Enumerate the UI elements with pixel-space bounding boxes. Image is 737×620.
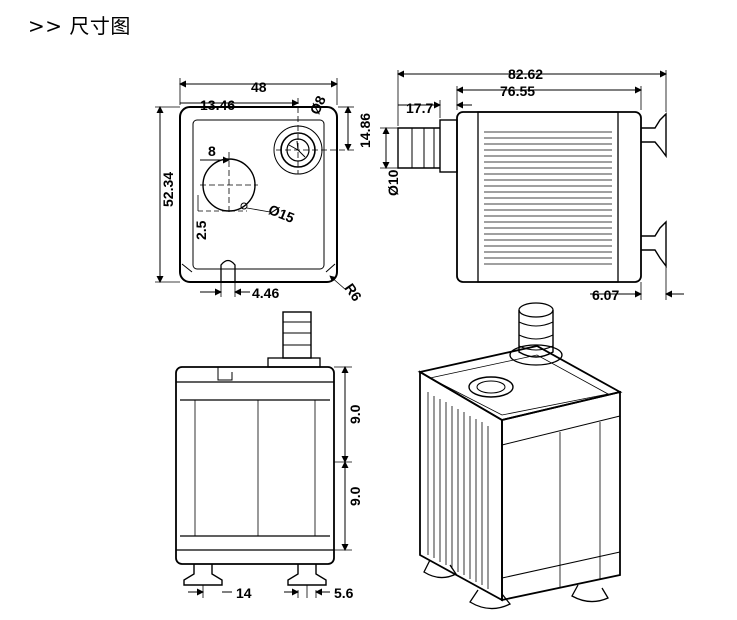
isometric-view: [417, 302, 623, 610]
dim-front-foot-width: 5.6: [334, 585, 354, 601]
side-view: [380, 70, 684, 300]
side-fins: [484, 131, 612, 265]
dim-top-corner-radius: R6: [342, 280, 365, 304]
top-view: [155, 78, 354, 297]
dim-top-slot: 4.46: [252, 285, 279, 301]
dim-top-outlet-offset: 13.46: [200, 97, 235, 113]
dim-top-outlet-y: 14.86: [357, 113, 373, 148]
dim-top-outlet-dia: Ø8: [306, 93, 328, 117]
dim-side-nozzle-dia: Ø10: [385, 169, 401, 196]
page-title: >> 尺寸图: [28, 14, 131, 38]
dim-top-height: 52.34: [160, 172, 176, 207]
dim-front-lower-height: 9.0: [347, 486, 363, 506]
dim-side-total-length: 82.62: [508, 66, 543, 82]
front-view: [175, 311, 352, 598]
dim-side-nozzle-length: 17.7: [406, 100, 433, 116]
dim-top-inlet-offset: 8: [208, 143, 216, 159]
dim-side-feet-offset: 6.07: [592, 287, 619, 303]
dim-top-inlet-dia: Ø15: [266, 201, 297, 226]
iso-fins: [427, 392, 489, 589]
dim-side-body-length: 76.55: [500, 83, 535, 99]
dim-top-inlet-y: 2.5: [193, 220, 209, 240]
dim-top-width: 48: [251, 79, 267, 95]
dim-front-foot-spacing: 14: [236, 585, 252, 601]
dimension-labels: 48 13.46 Ø8 14.86 8 52.34 2.5 Ø15 4.46 R…: [160, 66, 619, 601]
dim-front-upper-height: 9.0: [347, 404, 363, 424]
